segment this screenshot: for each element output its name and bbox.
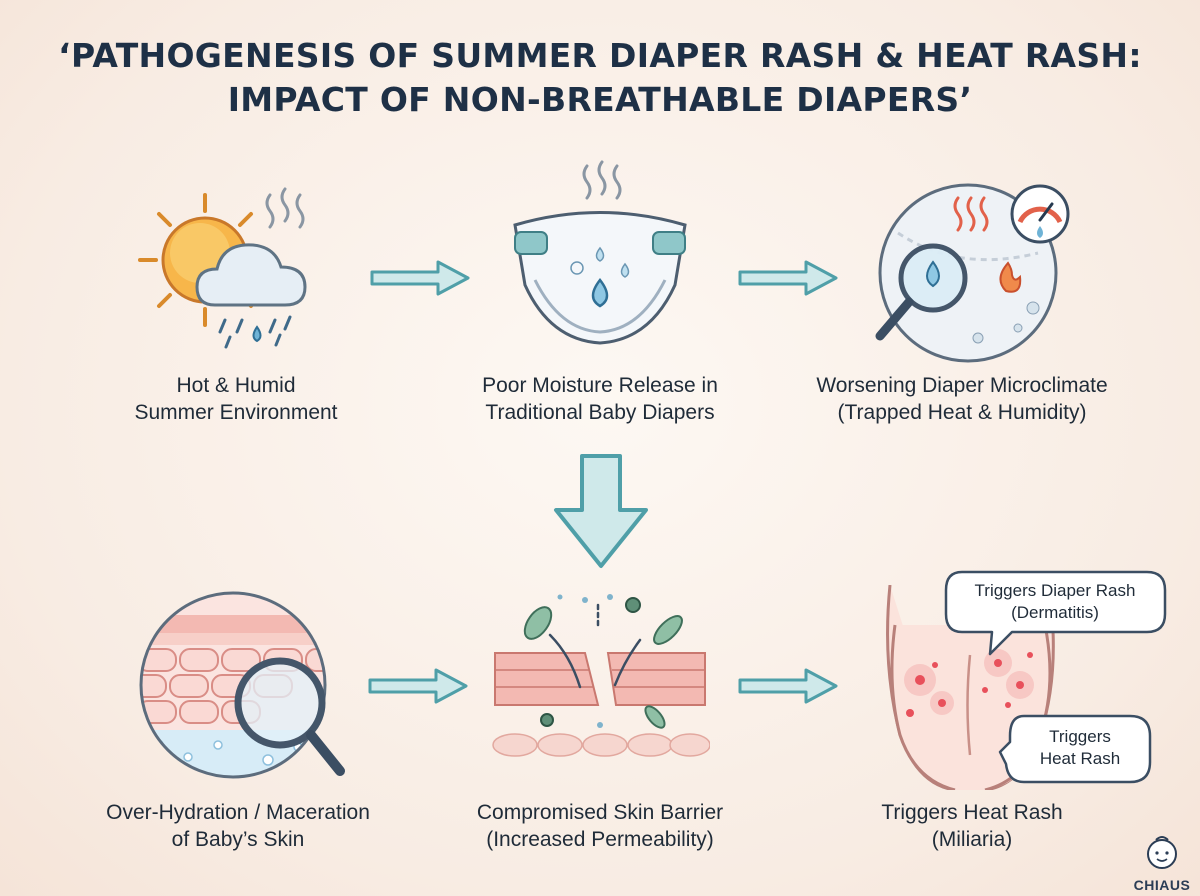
broken-barrier-icon [492, 594, 710, 757]
caption-hot-humid-environment: Hot & Humid Summer Environment [134, 374, 338, 424]
sun-cloud-rain-icon [138, 187, 307, 349]
arrow-step4-to-step5 [368, 668, 468, 704]
callout-diaper-rash-text: Triggers Diaper Rash (Dermatitis) [974, 581, 1136, 622]
arrow-down-to-row2 [554, 454, 648, 568]
caption-worsening-microclimate: Worsening Diaper Microclimate (Trapped H… [816, 374, 1108, 424]
microclimate-gauge-icon [875, 183, 1070, 363]
brand-logo: CHIAUS [1130, 832, 1194, 893]
arrow-step5-to-step6 [738, 668, 838, 704]
arrow-step2-to-step3 [738, 260, 838, 296]
callout-diaper-rash [944, 570, 1167, 656]
caption-over-hydration: Over-Hydration / Maceration of Baby’s Sk… [106, 801, 370, 851]
diagram-title: ‘PATHOGENESIS OF SUMMER DIAPER RASH & HE… [0, 34, 1200, 122]
arrow-step1-to-step2 [370, 260, 470, 296]
magnified-skin-icon [139, 591, 345, 779]
brand-name: CHIAUS [1133, 877, 1191, 893]
caption-compromised-barrier: Compromised Skin Barrier (Increased Perm… [476, 801, 724, 851]
callout-heat-rash [998, 714, 1152, 784]
caption-poor-moisture-release: Poor Moisture Release in Traditional Bab… [482, 374, 718, 424]
diaper-icon [513, 160, 687, 345]
callout-heat-rash-text: Triggers Heat Rash [1039, 727, 1121, 768]
caption-triggers-heat-rash: Triggers Heat Rash (Miliaria) [881, 801, 1063, 851]
title-line-1: ‘PATHOGENESIS OF SUMMER DIAPER RASH & HE… [58, 36, 1142, 75]
title-line-2: IMPACT OF NON-BREATHABLE DIAPERS’ [227, 80, 973, 119]
baby-face-icon [1147, 836, 1177, 869]
